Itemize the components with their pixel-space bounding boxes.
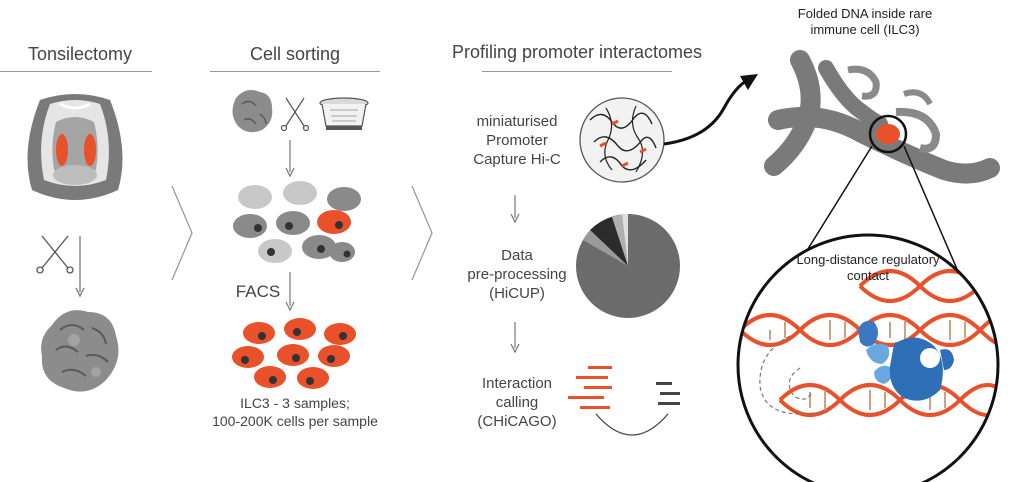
- arrow-down-icon: [510, 322, 520, 354]
- pie-chart-icon: [576, 214, 680, 318]
- chevron-right-icon: [171, 185, 193, 281]
- arrow-down-icon: [75, 236, 85, 298]
- step-data-preprocessing: Data pre-processing (HiCUP): [467, 247, 567, 302]
- cell-strainer-icon: [319, 97, 369, 130]
- dna-caption: Folded DNA inside rare immune cell (ILC3…: [797, 6, 933, 37]
- section-title-cell-sorting: Cell sorting: [249, 44, 341, 64]
- chevron-right-icon: [411, 185, 433, 281]
- curved-arrow-icon: [663, 74, 758, 146]
- arrow-down-icon: [510, 195, 520, 224]
- step-promoter-capture: miniaturised Promoter Capture Hi-C: [473, 113, 561, 168]
- tissue-small-icon: [232, 90, 273, 133]
- divider-profiling: [482, 71, 672, 72]
- samples-caption: ILC3 - 3 samples; 100-200K cells per sam…: [212, 395, 378, 429]
- tonsil-tissue-icon: [41, 310, 119, 392]
- mixed-cell-population: [233, 181, 361, 263]
- divider-cell-sorting: [210, 71, 380, 72]
- chromosome-illustration: [764, 50, 1000, 184]
- step-interaction-calling: Interaction calling (CHiCAGO): [477, 375, 557, 430]
- divider-tonsillectomy: [0, 71, 152, 72]
- hi-c-nucleus-icon: [579, 97, 665, 183]
- mouth-icon: [27, 94, 123, 200]
- section-title-tonsillectomy: Tonsilectomy: [27, 44, 133, 64]
- facs-label: FACS: [235, 282, 281, 301]
- contact-caption: Long-distance regulatory contact: [796, 252, 940, 283]
- scissors-icon: [280, 97, 310, 132]
- section-title-profiling: Profiling promoter interactomes: [451, 42, 703, 62]
- arrow-down-icon: [285, 140, 295, 178]
- interaction-reads-icon: [568, 366, 680, 436]
- regulatory-contact-zoom: [736, 233, 1000, 482]
- arrow-down-icon: [285, 272, 295, 312]
- sorted-ilc3-cells: [232, 318, 356, 389]
- scissors-icon: [36, 235, 74, 274]
